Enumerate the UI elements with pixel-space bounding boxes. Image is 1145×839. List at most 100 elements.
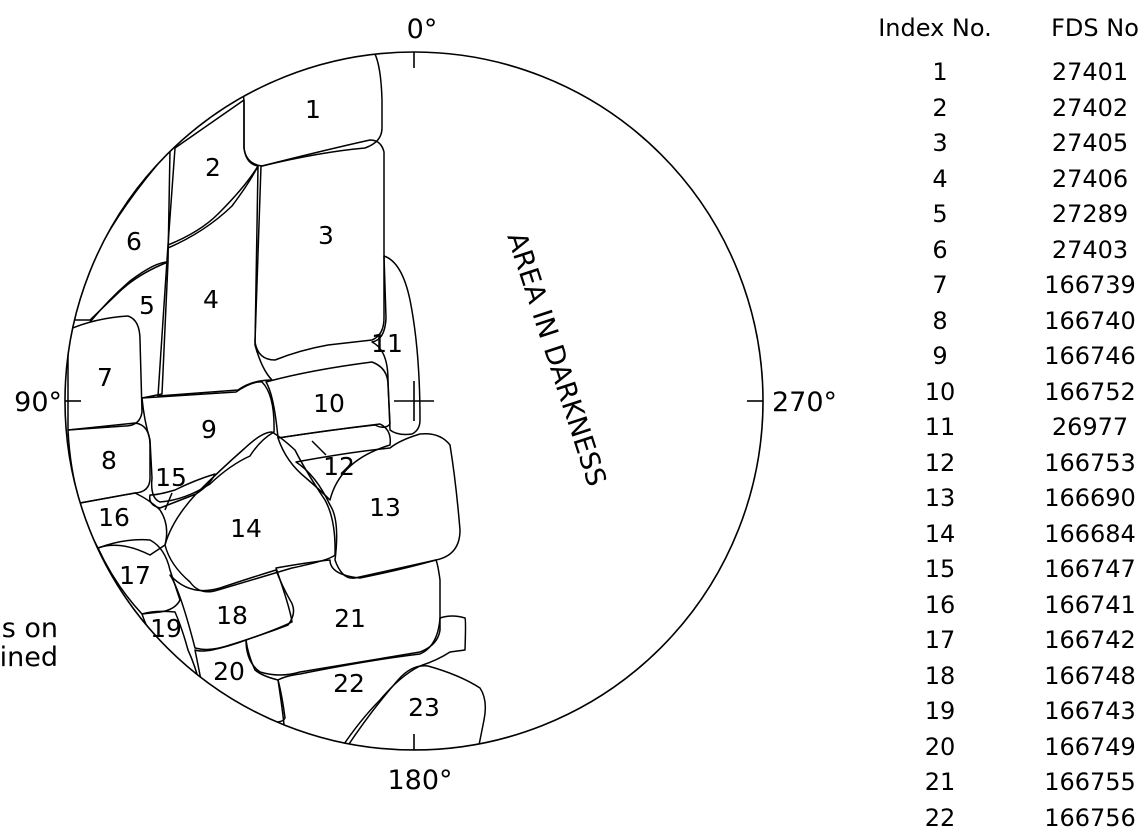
index-no-cell: 18 (924, 661, 956, 690)
tile-18 (169, 569, 295, 651)
fds-no-cell: 166749 (1044, 732, 1136, 761)
table-row: 9 166746 (870, 342, 1145, 377)
pointer-15 (164, 492, 173, 511)
fds-no-cell: 27406 (1051, 164, 1129, 193)
tile-9 (141, 381, 275, 503)
fds-no-cell: 166690 (1044, 484, 1136, 512)
table-row: 22 166756 (870, 804, 1145, 839)
tile-label-2: 2 (205, 153, 221, 182)
fds-no-cell: 166753 (1044, 448, 1136, 477)
tile-label-14: 14 (230, 514, 262, 543)
label-0-deg: 0° (407, 14, 438, 45)
photo-index-diagram: 0° 90° 270° 180° AREA IN DARKNESS 1 2 (14, 14, 837, 796)
fds-no-cell: 166742 (1044, 626, 1136, 654)
table-row: 4 27406 (870, 165, 1145, 200)
table-row: 13 166690 (870, 484, 1145, 519)
tile-21 (245, 559, 441, 676)
index-no-cell: 13 (924, 484, 956, 512)
fds-no-cell: 166752 (1044, 377, 1136, 406)
table-row: 6 27403 (870, 236, 1145, 271)
fds-no-cell: 166743 (1044, 697, 1136, 725)
index-no-cell: 11 (924, 413, 956, 441)
tile-label-7: 7 (97, 363, 113, 392)
index-no-cell: 12 (924, 448, 956, 477)
index-no-cell: 20 (924, 732, 956, 761)
index-no-cell: 4 (932, 164, 948, 193)
index-no-cell: 16 (924, 590, 956, 619)
tile-label-19: 19 (150, 614, 182, 643)
darkness-label: AREA IN DARKNESS (500, 229, 611, 490)
table-row: 20 166749 (870, 733, 1145, 768)
tile-2 (167, 99, 259, 246)
fds-no-cell: 166740 (1044, 306, 1136, 335)
fds-no-cell: 27403 (1051, 235, 1129, 264)
tile-label-8: 8 (101, 446, 117, 475)
table-row: 16 166741 (870, 591, 1145, 626)
tile-label-3: 3 (318, 221, 334, 250)
index-no-cell: 15 (924, 555, 956, 583)
tile-label-12: 12 (323, 452, 355, 481)
label-90-deg: 90° (14, 387, 62, 418)
tile-label-20: 20 (213, 657, 245, 686)
tile-label-10: 10 (313, 389, 345, 418)
tile-label-6: 6 (126, 227, 142, 256)
index-table-header: Index No. FDS No (870, 14, 1145, 48)
index-no-cell: 21 (924, 768, 956, 796)
table-row: 17 166742 (870, 626, 1145, 661)
fds-no-cell: 166739 (1044, 271, 1136, 299)
tile-1 (239, 52, 383, 167)
tile-17 (97, 538, 181, 615)
tile-label-1: 1 (305, 95, 321, 124)
fds-no-cell: 27289 (1051, 200, 1129, 228)
index-no-cell: 5 (932, 200, 948, 228)
tile-11 (371, 255, 421, 436)
index-no-cell: 2 (932, 93, 948, 122)
index-no-cell: 9 (932, 342, 948, 370)
index-no-cell: 10 (924, 377, 956, 406)
tile-label-13: 13 (369, 493, 401, 522)
fds-no-cell: 166756 (1044, 803, 1136, 832)
fds-no-cell: 166748 (1044, 661, 1136, 690)
fds-no-cell: 26977 (1051, 413, 1129, 441)
index-no-cell: 22 (924, 803, 956, 832)
index-no-cell: 6 (932, 235, 948, 264)
fds-no-cell: 166746 (1044, 342, 1136, 370)
index-no-cell: 17 (924, 626, 956, 654)
tile-4 (157, 165, 273, 397)
label-270-deg: 270° (772, 387, 837, 418)
tile-label-9: 9 (201, 415, 217, 444)
table-row: 11 26977 (870, 413, 1145, 448)
index-no-cell: 8 (932, 306, 948, 335)
label-180-deg: 180° (387, 765, 452, 796)
table-row: 19 166743 (870, 697, 1145, 732)
tile-23 (344, 665, 487, 750)
fds-no-cell: 27401 (1051, 58, 1129, 86)
table-row: 2 27402 (870, 94, 1145, 129)
table-row: 10 166752 (870, 378, 1145, 413)
header-fds-no: FDS No (1051, 14, 1139, 42)
side-note-line-1: s on (1, 613, 58, 644)
tile-8 (67, 422, 151, 504)
tile-label-23: 23 (408, 693, 440, 722)
side-note: s on ined (0, 614, 58, 684)
tile-labels: 1 2 3 4 5 6 7 8 9 10 11 12 13 14 15 16 1… (97, 95, 440, 722)
fds-no-cell: 166741 (1044, 590, 1136, 619)
tile-label-22: 22 (333, 669, 365, 698)
index-no-cell: 3 (932, 129, 948, 157)
fds-no-cell: 166747 (1044, 555, 1136, 583)
tile-label-18: 18 (216, 601, 248, 630)
tile-label-11: 11 (371, 329, 403, 358)
table-row: 18 166748 (870, 662, 1145, 697)
fds-no-cell: 27402 (1051, 93, 1129, 122)
tile-label-5: 5 (139, 291, 155, 320)
tile-3 (254, 139, 385, 361)
pointer-12 (311, 440, 327, 456)
index-no-cell: 19 (924, 697, 956, 725)
tile-12 (277, 423, 392, 501)
table-row: 12 166753 (870, 449, 1145, 484)
